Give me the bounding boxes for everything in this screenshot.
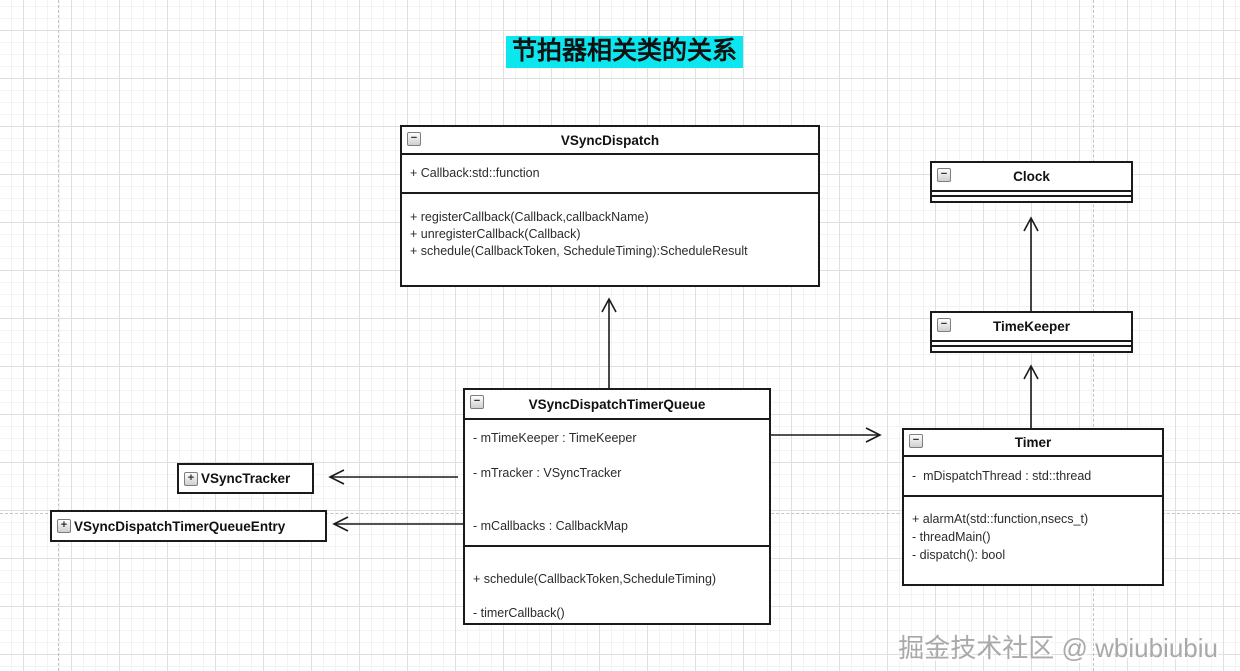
arrow-to-timerqueueentry[interactable] (332, 516, 463, 532)
expand-icon[interactable]: + (57, 519, 71, 533)
collapse-icon[interactable]: − (937, 168, 951, 182)
class-title: Timer (1014, 435, 1052, 450)
page-guide-vertical-left (58, 0, 59, 671)
attribute-row: - mTimeKeeper : TimeKeeper (473, 431, 637, 445)
attribute-row: + Callback:std::function (410, 166, 540, 180)
watermark: 掘金技术社区 @ wbiubiubiu (898, 633, 1218, 663)
empty-attributes-compartment (932, 342, 1131, 347)
class-box-vsync-dispatch-timer-queue-entry[interactable]: + VSyncDispatchTimerQueueEntry (50, 510, 327, 542)
class-box-timer[interactable]: − Timer - mDispatchThread : std::thread … (902, 428, 1164, 586)
method-row: + schedule(CallbackToken, ScheduleTiming… (410, 244, 748, 258)
class-box-clock[interactable]: − Clock (930, 161, 1133, 203)
arrow-timekeeper-to-clock[interactable] (1023, 216, 1039, 311)
method-row: + alarmAt(std::function,nsecs_t) (912, 512, 1089, 526)
collapse-icon[interactable]: − (407, 132, 421, 146)
class-box-timekeeper[interactable]: − TimeKeeper (930, 311, 1133, 353)
empty-methods-compartment (932, 347, 1131, 351)
class-title: Clock (1013, 169, 1050, 184)
arrow-timerqueue-to-vsyncdispatch[interactable] (601, 297, 617, 388)
method-row: - timerCallback() (473, 606, 565, 620)
arrow-timer-to-timekeeper[interactable] (1023, 364, 1039, 428)
attribute-row: - mCallbacks : CallbackMap (473, 519, 628, 533)
attribute-row: - mTracker : VSyncTracker (473, 466, 622, 480)
empty-methods-compartment (932, 197, 1131, 201)
class-title: VSyncTracker (201, 471, 291, 486)
class-box-vsync-dispatch[interactable]: − VSyncDispatch + Callback:std::function… (400, 125, 820, 287)
class-title: VSyncDispatchTimerQueue (528, 396, 706, 412)
diagram-title[interactable]: 节拍器相关类的关系 (506, 36, 744, 68)
class-title: VSyncDispatchTimerQueueEntry (74, 518, 286, 534)
method-row: + schedule(CallbackToken,ScheduleTiming) (473, 572, 717, 586)
attribute-row: - mDispatchThread : std::thread (912, 468, 1092, 483)
method-row: + registerCallback(Callback,callbackName… (410, 210, 649, 224)
class-box-vsync-tracker[interactable]: + VSyncTracker (177, 463, 314, 494)
method-row: - dispatch(): bool (912, 548, 1006, 562)
class-title: TimeKeeper (992, 319, 1071, 334)
method-row: - threadMain() (912, 530, 991, 544)
collapse-icon[interactable]: − (470, 395, 484, 409)
expand-icon[interactable]: + (184, 471, 198, 486)
arrow-to-vsynctracker[interactable] (328, 469, 458, 485)
collapse-icon[interactable]: − (909, 434, 923, 448)
class-title: VSyncDispatch (560, 132, 660, 148)
method-row: + unregisterCallback(Callback) (410, 227, 581, 241)
class-box-vsync-dispatch-timer-queue[interactable]: − VSyncDispatchTimerQueue - mTimeKeeper … (463, 388, 771, 625)
collapse-icon[interactable]: − (937, 318, 951, 332)
empty-attributes-compartment (932, 192, 1131, 197)
